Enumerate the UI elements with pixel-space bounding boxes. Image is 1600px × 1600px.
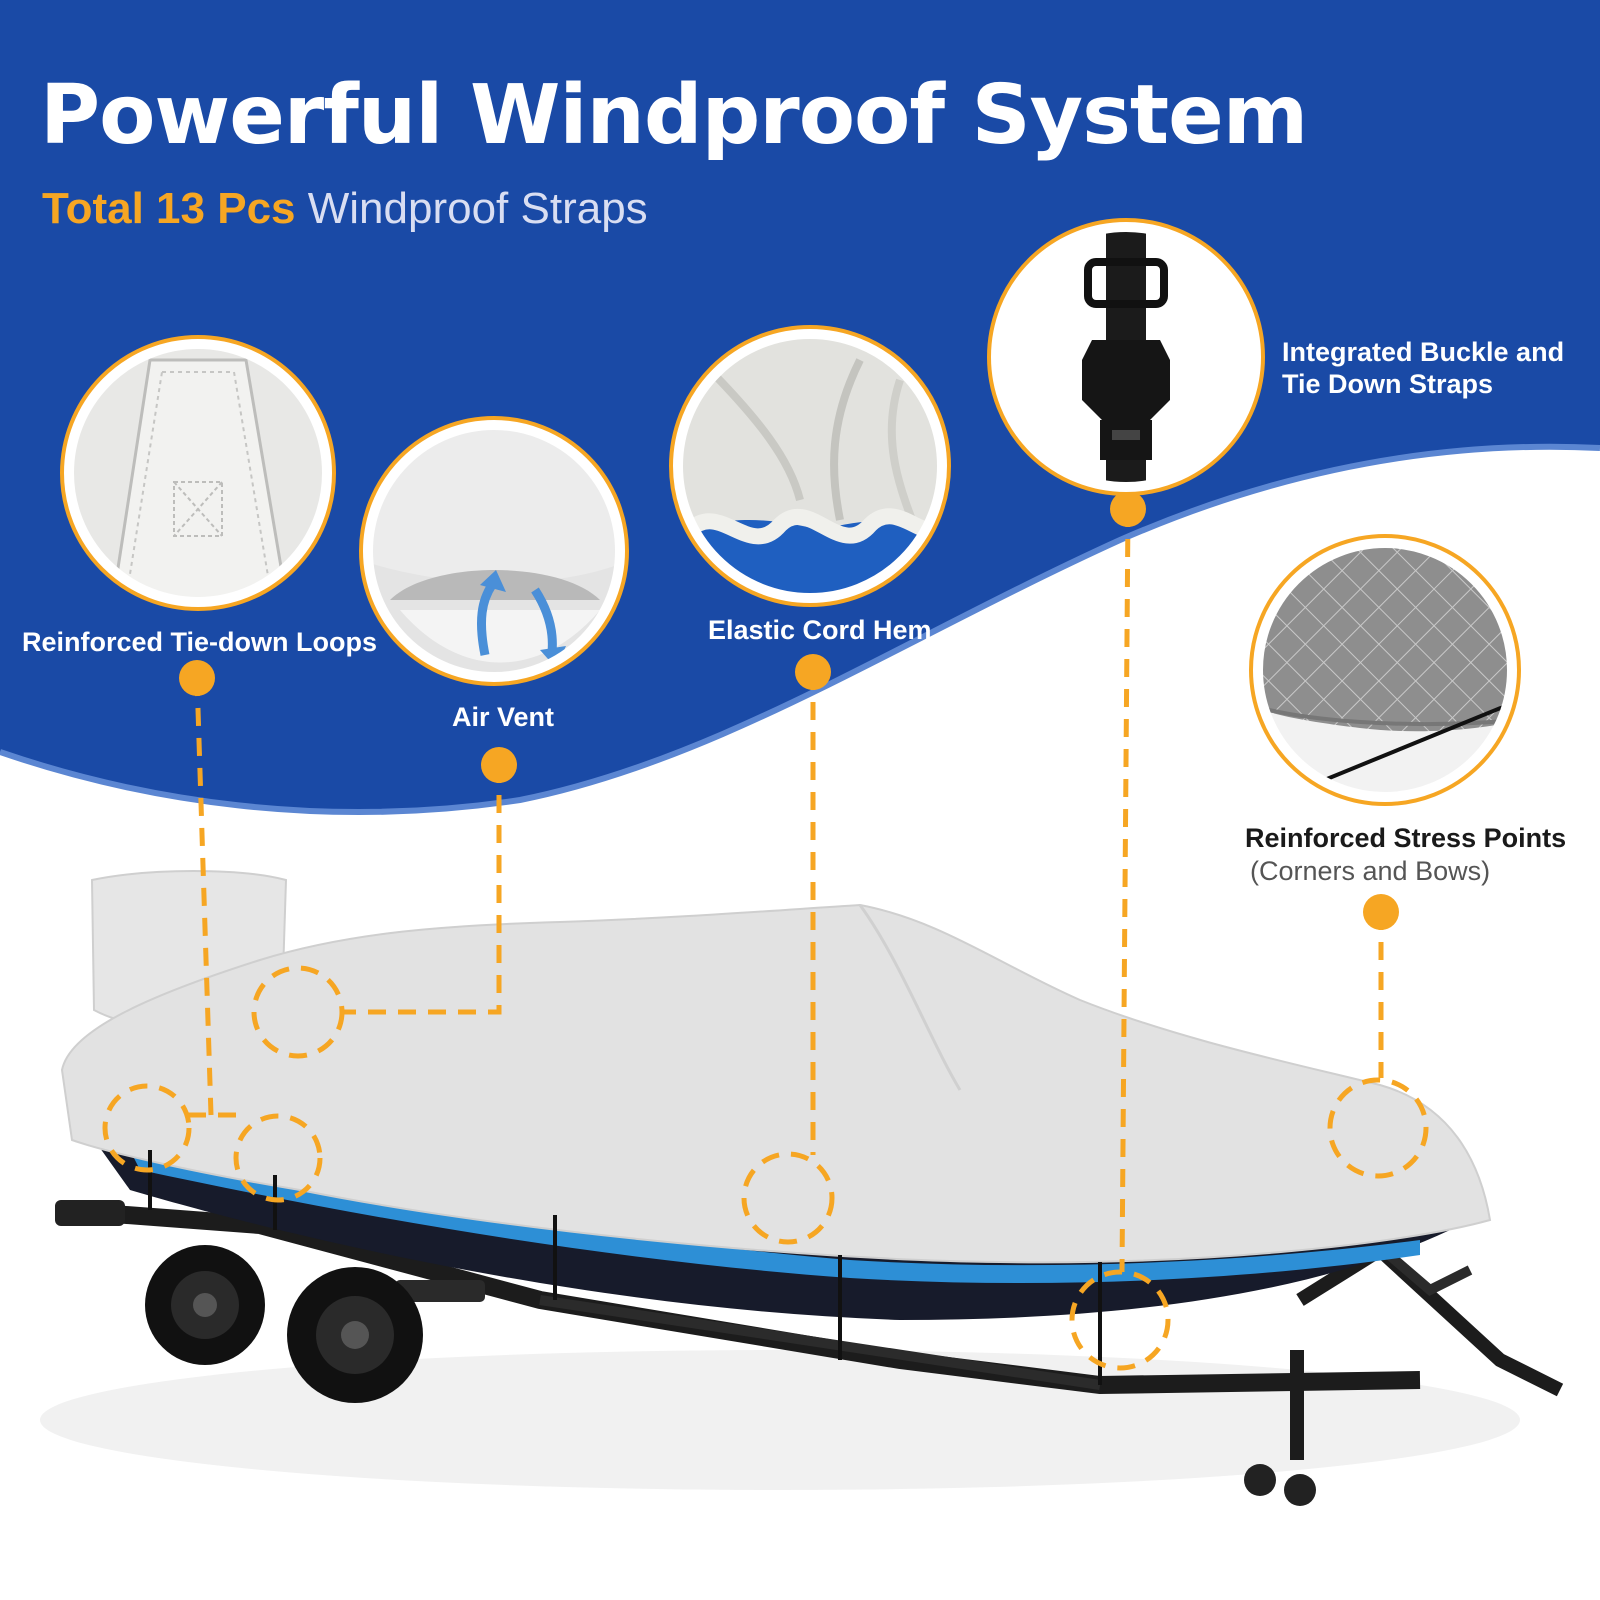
feature-label-buckle-line1: Integrated Buckle and xyxy=(1282,337,1565,367)
elastic-hem-closeup xyxy=(669,325,951,607)
feature-label-buckle-line2: Tie Down Straps xyxy=(1282,369,1494,399)
leader-lines xyxy=(102,508,1429,1371)
page-title: Powerful Windproof System xyxy=(40,68,1308,163)
feature-note-corners-bows: (Corners and Bows) xyxy=(1250,856,1491,886)
feature-label-air-vent: Air Vent xyxy=(452,702,555,732)
feature-label-elastic-cord-hem: Elastic Cord Hem xyxy=(708,615,932,645)
marker-dots xyxy=(179,491,1399,930)
boat-with-cover xyxy=(40,870,1564,1506)
tie-down-loop-closeup xyxy=(60,335,336,611)
buckle-strap-closeup xyxy=(987,218,1265,496)
feature-label-stress-points: Reinforced Stress Points xyxy=(1245,823,1567,853)
subtitle-strap-count: Total 13 Pcs xyxy=(42,184,296,233)
subtitle-windproof-straps: Windproof Straps xyxy=(295,184,648,233)
stress-point-closeup xyxy=(1249,534,1521,806)
feature-label-tie-down-loops: Reinforced Tie-down Loops xyxy=(22,627,378,657)
page-subtitle: Total 13 Pcs Windproof Straps xyxy=(42,184,648,234)
trailer-wheels xyxy=(145,1245,423,1403)
air-vent-closeup xyxy=(359,416,629,686)
